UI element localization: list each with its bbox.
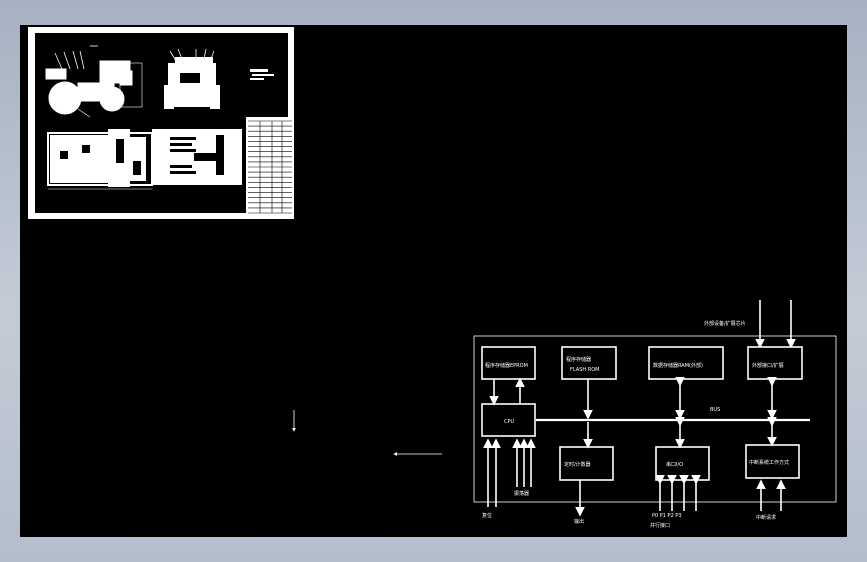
cad-drawing: BUS 外部设备/扩展芯片 程序存储器EPROM 程序存储器 FLASH ROM…	[28, 27, 837, 529]
diagram-frame	[473, 335, 837, 503]
connectors	[483, 377, 786, 517]
svg-text:FLASH ROM: FLASH ROM	[570, 367, 599, 373]
block-diagram[interactable]: BUS 外部设备/扩展芯片 程序存储器EPROM 程序存储器 FLASH ROM…	[473, 300, 837, 529]
tractor-front-view	[164, 48, 220, 109]
label-serial-pins: P0 P1 P2 P3	[652, 513, 682, 519]
bus-label: BUS	[710, 407, 720, 413]
block-ram[interactable]: 数据存储器RAM(外部)	[648, 346, 724, 380]
chassis-top-view	[152, 129, 242, 185]
tractor-side-view	[45, 45, 143, 118]
block-data-mem[interactable]: 程序存储器 FLASH ROM	[561, 346, 617, 380]
sheet-notes	[250, 69, 274, 80]
svg-text:CPU: CPU	[504, 419, 515, 425]
label-interrupt-req: 中断请求	[756, 514, 776, 521]
block-timer[interactable]: 定时/计数器	[559, 446, 614, 481]
block-serial[interactable]: 串口I/O	[655, 446, 710, 481]
svg-text:定时/计数器: 定时/计数器	[564, 461, 591, 468]
thumbnail-sheet[interactable]	[28, 27, 294, 219]
label-parallel: 并行接口	[650, 522, 670, 529]
svg-text:数据存储器RAM(外部): 数据存储器RAM(外部)	[653, 362, 703, 369]
svg-text:程序存储器EPROM: 程序存储器EPROM	[485, 362, 528, 369]
label-output: 输出	[574, 518, 584, 525]
block-cpu[interactable]: CPU	[481, 403, 536, 437]
block-io[interactable]: 外部接口/扩展	[747, 346, 803, 380]
svg-text:中断系统工作方式: 中断系统工作方式	[749, 459, 789, 466]
svg-text:外部接口/扩展: 外部接口/扩展	[752, 362, 784, 369]
block-mem[interactable]: 程序存储器EPROM	[481, 346, 536, 380]
svg-text:串口I/O: 串口I/O	[666, 462, 683, 468]
block-interrupt[interactable]: 中断系统工作方式	[745, 444, 800, 479]
tractor-plan-view	[47, 129, 153, 190]
top-input-label: 外部设备/扩展芯片	[704, 320, 746, 327]
svg-text:程序存储器: 程序存储器	[566, 356, 591, 363]
label-oscillator: 振荡器	[514, 490, 529, 497]
drawing-canvas[interactable]: BUS 外部设备/扩展芯片 程序存储器EPROM 程序存储器 FLASH ROM…	[20, 25, 847, 537]
label-reset: 复位	[482, 512, 492, 519]
